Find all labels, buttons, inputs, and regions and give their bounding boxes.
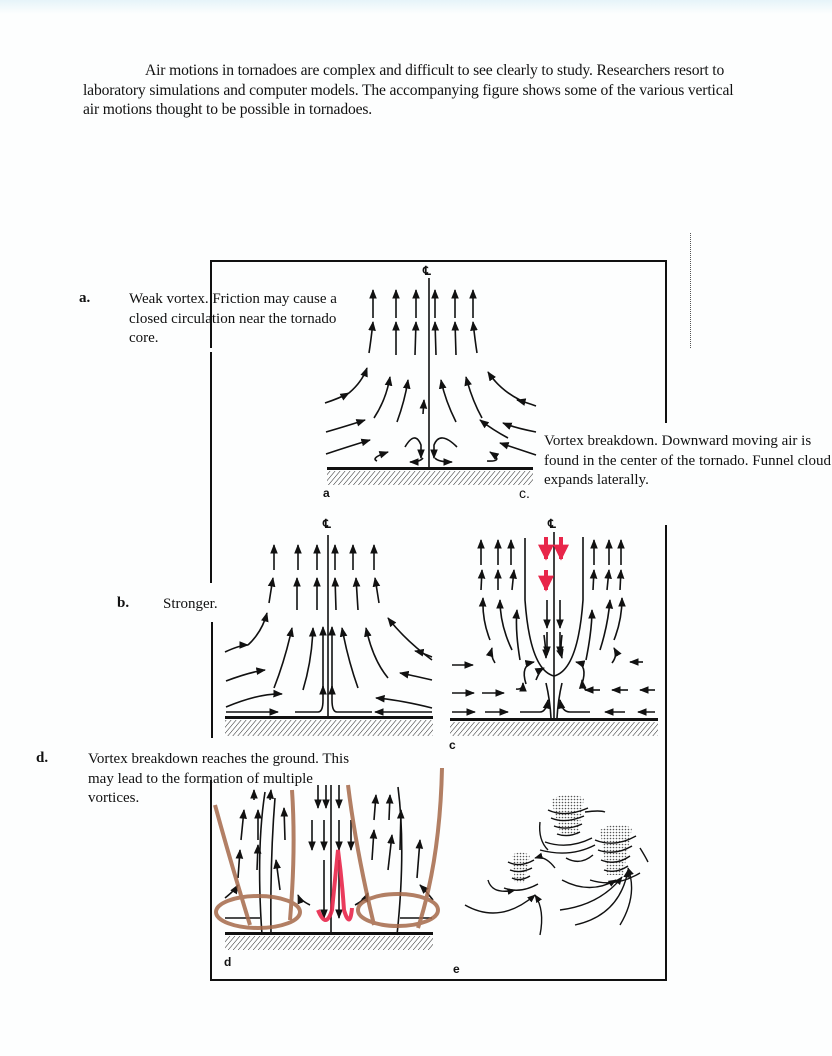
vortex-large-1: [539, 794, 596, 854]
panel-d-letter: d.: [36, 750, 49, 766]
panel-b-letter: b.: [117, 595, 130, 611]
panel-a-letter: a.: [79, 290, 91, 306]
margin-rule: [690, 233, 692, 348]
figure-label-a: a: [323, 486, 330, 500]
panel-e-diagram: [464, 794, 649, 936]
downdraft-highlight-d: [316, 849, 354, 922]
panel-c-diagram: [450, 532, 658, 736]
panel-b-diagram: [224, 535, 433, 736]
figure-label-e: e: [453, 962, 460, 976]
panel-d-diagram: [213, 767, 444, 950]
downdraft-highlight: [538, 537, 569, 592]
vortex-small: [503, 852, 539, 891]
panel-a-caption: Weak vortex. Friction may cause a closed…: [129, 291, 337, 346]
vortex-large-2: [589, 824, 641, 884]
figure-label-d: d: [224, 955, 232, 969]
panel-c-caption: Vortex breakdown. Downward moving air is…: [544, 433, 832, 488]
figure-frame: [210, 260, 667, 981]
panel-c-letter: c.: [519, 485, 530, 501]
centerline-symbol-c: ℄: [548, 517, 556, 531]
panel-b-caption: Stronger.: [163, 596, 218, 612]
centerline-symbol-b: ℄: [323, 517, 331, 531]
figure-label-c: c: [449, 738, 456, 752]
panel-d-caption: Vortex breakdown reaches the ground. Thi…: [88, 751, 350, 806]
centerline-symbol-a: ℄: [423, 264, 431, 278]
scan-edge-tint: [0, 0, 832, 14]
multiple-vortex-highlight: [213, 767, 444, 930]
intro-paragraph: Air motions in tornadoes are complex and…: [83, 62, 734, 118]
panel-a-diagram: [324, 278, 537, 485]
